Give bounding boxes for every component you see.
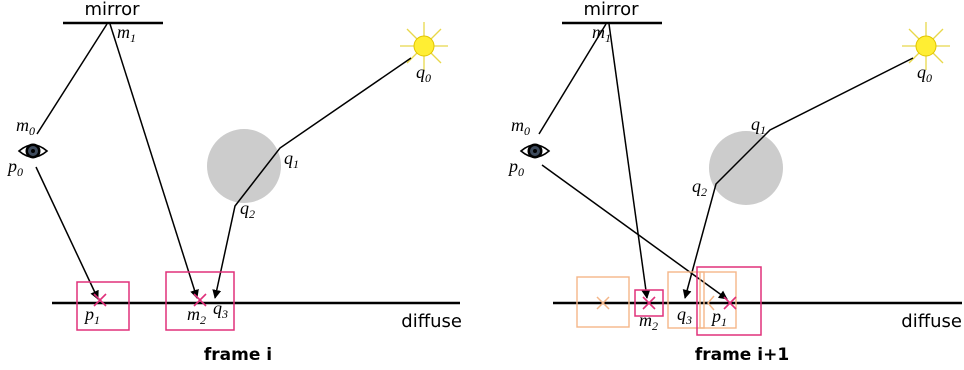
previous-box-left [576, 276, 630, 328]
sun-icon [400, 22, 448, 70]
ray-m1-m2 [608, 23, 651, 299]
reuse-box-p1 [76, 281, 130, 331]
ray-m1-m2 [109, 23, 199, 299]
sample-marker-p1 [723, 296, 737, 310]
label-q2: q2 [240, 198, 255, 221]
label-p1: p1 [710, 306, 727, 329]
ray-q0-q3 [682, 57, 914, 299]
label-q3: q3 [213, 298, 228, 321]
label-m2: m2 [639, 310, 658, 333]
previous-box-q3 [667, 271, 705, 329]
ray-m0-m1 [538, 23, 607, 135]
ray-q0-q3 [212, 57, 412, 299]
label-q0: q0 [917, 62, 932, 85]
previous-box-p1 [699, 271, 737, 329]
label-q0: q0 [416, 62, 431, 85]
diffuse-label: diffuse [401, 311, 462, 332]
panel-frame-i-plus-1: mirror diffuse [507, 0, 962, 365]
label-p0: p0 [6, 156, 23, 179]
label-m0: m0 [511, 115, 530, 138]
sample-marker-p1 [93, 293, 107, 307]
sample-marker-m2 [193, 293, 207, 307]
label-p0: p0 [507, 156, 524, 179]
label-q1: q1 [284, 148, 299, 171]
label-m0: m0 [16, 115, 35, 138]
diffuse-label: diffuse [901, 311, 962, 332]
frame-title: frame i+1 [695, 345, 789, 365]
reuse-box-p1 [696, 266, 762, 336]
sample-marker-m2 [642, 296, 656, 310]
label-p1: p1 [83, 304, 100, 327]
eye-icon [519, 143, 551, 159]
label-q2: q2 [692, 176, 707, 199]
label-q1: q1 [751, 114, 766, 137]
mirror-label: mirror [583, 0, 639, 20]
label-m1: m1 [592, 22, 611, 45]
mirror-label: mirror [84, 0, 140, 20]
occluder-sphere [709, 131, 783, 205]
ray-p0-p1 [35, 166, 99, 300]
reuse-box-m2 [634, 289, 664, 317]
ray-p0-p1 [541, 164, 728, 300]
label-m2: m2 [187, 304, 206, 327]
previous-sample-marker [596, 296, 610, 310]
occluder-sphere [207, 129, 281, 203]
panel-frame-i: mirror diffuse [6, 0, 462, 365]
reuse-box-m2 [165, 271, 235, 331]
eye-icon [17, 143, 49, 159]
label-q3: q3 [677, 304, 692, 327]
sun-icon [902, 22, 950, 70]
frame-title: frame i [204, 345, 272, 365]
ray-m0-m1 [36, 23, 108, 135]
previous-sample-marker-partial [707, 295, 715, 311]
label-m1: m1 [117, 22, 136, 45]
